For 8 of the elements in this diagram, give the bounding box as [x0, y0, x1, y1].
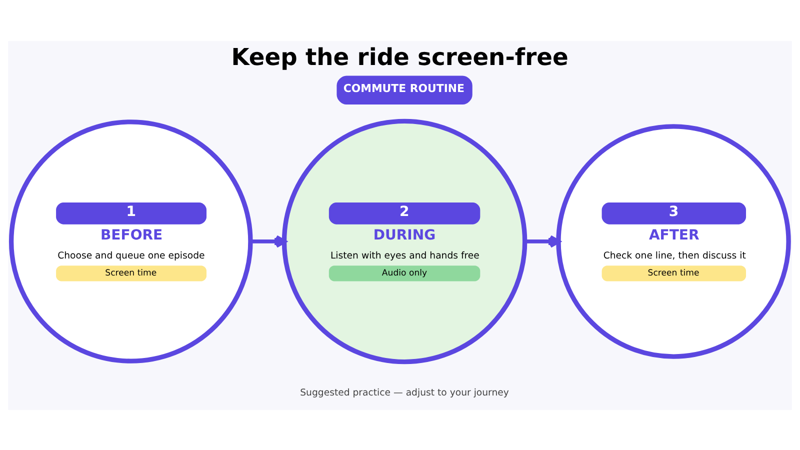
diagram-title: Keep the ride screen-free	[231, 42, 568, 71]
node-circle: 1 BEFORE Choose and queue one episode Screen time	[8, 119, 253, 363]
arrow	[250, 234, 286, 248]
node-circle: 3 AFTER Check one line, then discuss it Screen time	[556, 124, 791, 358]
label: COMMUTE ROUTINE	[343, 82, 464, 95]
caption: Suggested practice — adjust to your journey	[300, 386, 509, 398]
node-circle: 2 DURING Listen with eyes and hands free Audio only	[282, 118, 528, 364]
arrow	[524, 234, 560, 248]
